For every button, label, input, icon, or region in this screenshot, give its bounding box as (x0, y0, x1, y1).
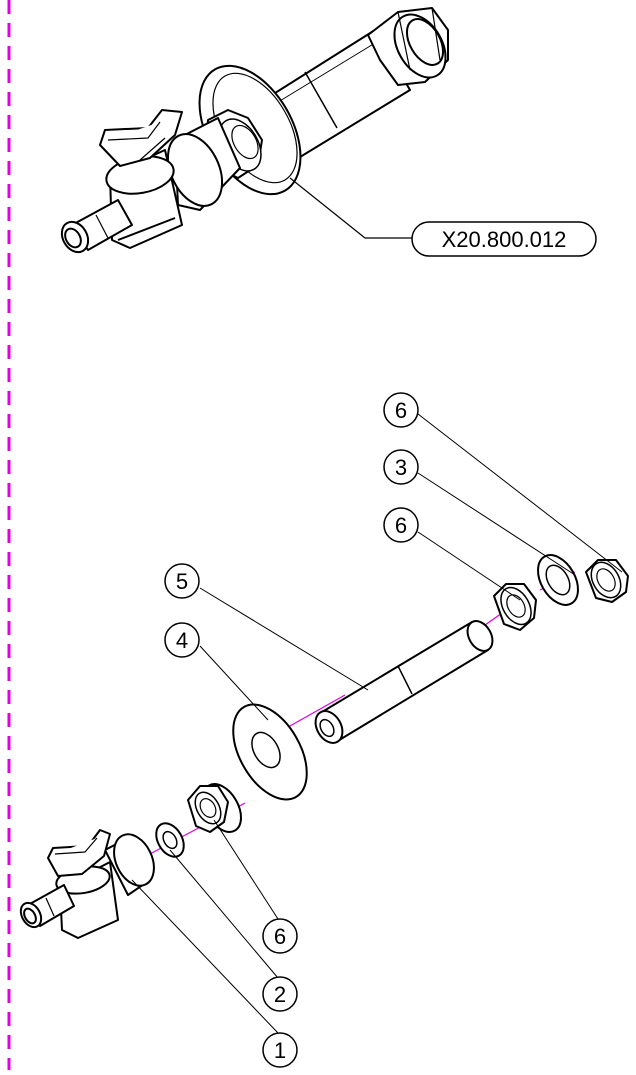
balloon-6-lower: 6 (262, 918, 298, 954)
assembled-faucet-view (60, 7, 449, 254)
part-number-label: X20.800.012 (442, 227, 567, 252)
balloon-3: 3 (383, 449, 419, 485)
leader-lines (131, 413, 623, 1034)
part-3-washer (537, 554, 579, 606)
part-1-valve (19, 829, 155, 939)
balloon-6-top-label: 6 (395, 398, 407, 423)
part-number-box (411, 221, 597, 257)
balloon-4: 4 (164, 622, 200, 658)
part-2-small-washer (155, 822, 185, 858)
balloon-6-top: 6 (383, 392, 419, 428)
balloon-2-label: 2 (274, 982, 286, 1007)
balloon-2: 2 (262, 976, 298, 1012)
part-6-hex-nut-top (585, 559, 629, 603)
balloon-1-label: 1 (274, 1038, 286, 1063)
assembled-valve-body (105, 117, 241, 249)
part-5-pipe (314, 620, 494, 744)
assembled-handle (99, 109, 183, 167)
balloon-6-lower-label: 6 (274, 924, 286, 949)
balloon-3-label: 3 (395, 455, 407, 480)
balloon-6-upper-label: 6 (395, 513, 407, 538)
balloon-6-upper: 6 (383, 507, 419, 543)
balloon-4-label: 4 (176, 628, 188, 653)
balloon-5-label: 5 (176, 569, 188, 594)
part-number-leader (289, 177, 412, 239)
assembled-nozzle (60, 199, 133, 254)
assembled-nut-right (367, 7, 449, 86)
balloon-5: 5 (164, 563, 200, 599)
part-6-hex-nut-lower (187, 783, 242, 833)
part-4-flange (232, 703, 308, 801)
balloon-1: 1 (262, 1032, 298, 1068)
part-6-hex-nut-upper (493, 583, 537, 631)
